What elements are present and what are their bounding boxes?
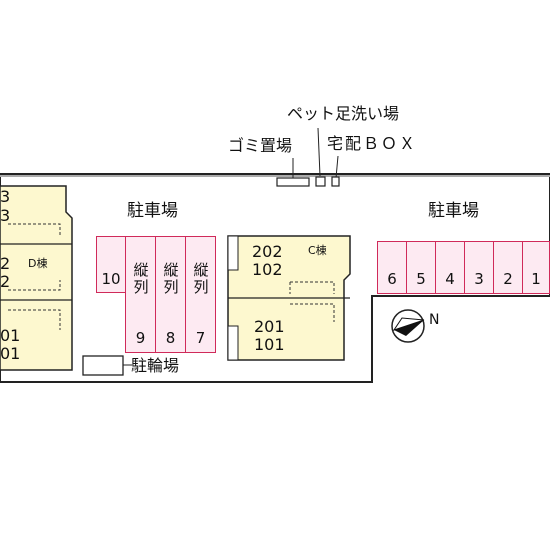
stall-number-6: 6 — [387, 270, 397, 288]
stall-number-2: 2 — [503, 270, 513, 288]
stall-number-8: 8 — [165, 329, 176, 347]
vertical-label: 縦列 — [133, 261, 149, 296]
stall-number-9: 9 — [135, 329, 146, 347]
compass-north-label: N — [429, 312, 440, 328]
building-d — [0, 185, 73, 371]
delivery-box-label: 宅配ＢＯＸ — [327, 134, 418, 153]
parking-label-right: 駐車場 — [428, 201, 479, 221]
garbage-label: ゴミ置場 — [228, 136, 293, 155]
compass-icon — [391, 309, 425, 343]
building-d-unit: 3 — [0, 206, 11, 225]
pet-wash-label: ペット足洗い場 — [287, 104, 400, 123]
vertical-label: 縦列 — [163, 261, 179, 296]
building-c-label: C棟 — [308, 244, 327, 257]
bicycle-parking-label: 駐輪場 — [131, 356, 180, 375]
building-c — [227, 235, 351, 361]
bicycle-parking-marker — [82, 355, 132, 376]
stall-number-4: 4 — [445, 270, 455, 288]
building-d-label: D棟 — [28, 257, 48, 270]
stall-number-10: 10 — [101, 270, 121, 288]
building-c-unit-101: 101 — [254, 335, 285, 354]
building-c-unit-102: 102 — [252, 260, 283, 279]
vertical-label: 縦列 — [193, 261, 209, 296]
building-d-unit: 2 — [0, 272, 11, 291]
building-d-unit: 01 — [0, 344, 21, 363]
stall-number-3: 3 — [474, 270, 484, 288]
facility-markers — [276, 127, 340, 187]
building-d-unit: 01 — [0, 326, 21, 345]
parking-label-left: 駐車場 — [127, 201, 178, 221]
parking-stall-6 — [377, 241, 407, 294]
building-c-unit-201: 201 — [254, 317, 285, 336]
stall-number-5: 5 — [416, 270, 426, 288]
building-d-unit: 3 — [0, 187, 11, 206]
parking-stall-8 — [155, 236, 186, 353]
parking-stall-7 — [185, 236, 216, 353]
parking-stall-10 — [96, 236, 126, 293]
parking-stall-4 — [435, 241, 465, 294]
building-d-unit: 2 — [0, 254, 11, 273]
stall-number-7: 7 — [195, 329, 206, 347]
stall-number-1: 1 — [531, 270, 541, 288]
building-c-unit-202: 202 — [252, 242, 283, 261]
